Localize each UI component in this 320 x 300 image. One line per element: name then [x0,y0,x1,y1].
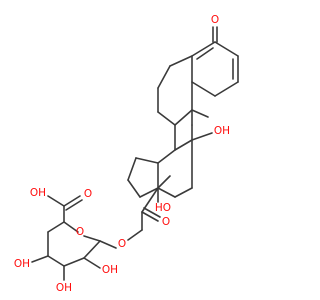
bond [157,187,176,198]
bond [47,221,65,233]
hydroxyl-bond [31,255,49,263]
bond [47,255,65,267]
bond [174,187,193,198]
carboxyl-double-bond [63,195,81,207]
bond [83,235,101,242]
ring-oxygen-label: O [76,226,84,238]
bond [174,109,193,126]
ring-b [157,55,193,126]
sugar-hydroxyl-3-label: OH [14,258,30,270]
ring-c [157,109,193,198]
c17-hydroxyl-label: HO [155,202,171,214]
glucuronide-ring [47,221,117,267]
carboxyl-oh-label: OH [30,187,46,199]
bond [139,187,159,198]
ring-d [127,157,159,198]
c11-hydroxyl-label: OH [214,125,230,137]
bond [63,221,79,233]
bond [214,81,239,97]
bond [157,149,176,164]
c20-oxygen-label: O [162,216,170,228]
carboxyl-oxygen-label: O [84,188,92,200]
ketone-bond-c20 [143,207,161,218]
hydroxyl-bond [83,257,101,269]
ring-a [191,26,239,97]
bond-c21-o [127,229,143,241]
structure-canvas: O OH [14,14,239,294]
bond [214,41,239,57]
bond [127,157,137,181]
bond [191,81,216,97]
bond [169,55,193,67]
methyl-bond-c13 [157,175,171,189]
bond [174,139,193,151]
chemical-structure-diagram: O OH [14,14,239,294]
double-bond-c4-c5 [196,47,214,60]
bond [63,257,85,267]
bond [157,65,171,89]
sugar-hydroxyl-4-label: OH [56,282,72,294]
glycosidic-oxygen-label: O [118,238,126,250]
sugar-hydroxyl-5-label: OH [102,264,118,276]
methyl-bond-c10 [191,109,209,118]
hydroxyl-bond-c11 [191,132,213,141]
carboxyl-double-bond [65,199,83,211]
ketone-bond-c20 [141,211,159,222]
ketone-oxygen-label: O [211,14,219,26]
bond [83,240,101,259]
bond [135,157,159,164]
bond [127,179,141,198]
carboxyl-bond [47,195,65,207]
bond [157,111,176,126]
bond [99,240,117,249]
bond [191,41,216,57]
